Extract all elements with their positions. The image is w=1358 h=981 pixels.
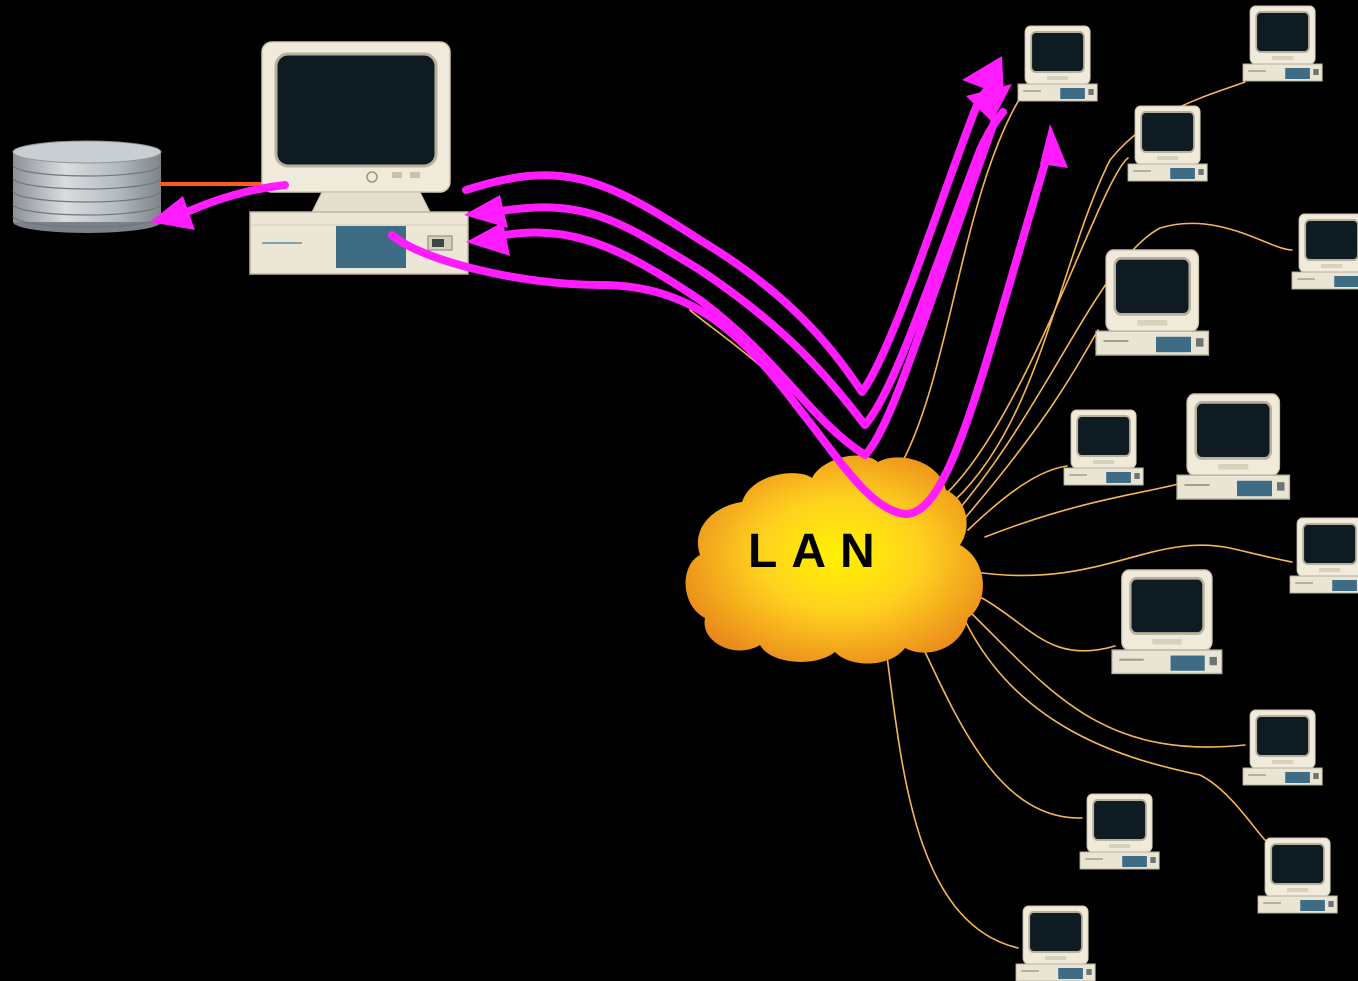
server-desktop-computer-icon [249,41,469,275]
client-desktop-computer-icon-11 [1079,793,1161,870]
cable-to-client-3 [947,157,1129,493]
arrowhead-server-1 [464,195,508,228]
cable-to-client-5 [964,329,1099,519]
client-desktop-computer-icon-12 [1257,837,1339,914]
client-desktop-computer-icon-4 [1291,213,1358,290]
cable-to-client-1 [897,97,1021,471]
arrowhead-client-2 [966,84,1012,122]
client-desktop-computer-icon-8 [1289,517,1358,594]
arrowhead-client-1 [962,56,1004,96]
client-desktop-computer-icon-2 [1242,5,1324,82]
cable-to-client-2 [954,81,1246,501]
cable-to-client-9 [981,597,1116,652]
lan-cloud [685,455,983,664]
client-desktop-computer-icon-5 [1094,248,1210,357]
data-flow-arrows [166,80,1050,519]
client-computers [1015,5,1358,981]
client-desktop-computer-icon-7 [1175,392,1291,501]
flow-arrow-1 [462,80,1002,396]
cable-to-client-8 [974,544,1293,577]
flow-arrow-4 [388,156,1050,519]
cable-to-client-13 [879,609,1019,949]
lan-label: LAN [748,525,889,578]
arrowheads [150,56,1068,256]
cable-to-client-7 [984,483,1179,538]
client-desktop-computer-icon-9 [1110,568,1224,675]
arrowhead-client-3 [1040,124,1068,168]
flow-arrow-2 [474,108,1007,429]
client-desktop-computer-icon-6 [1063,409,1145,486]
cable-to-client-11 [957,604,1266,841]
database-disk-icon [12,140,162,233]
client-desktop-computer-icon-10 [1242,709,1324,786]
client-desktop-computer-icon-13 [1015,905,1097,981]
cable-to-client-4 [959,222,1293,509]
cable-to-client-10 [967,609,1246,748]
client-desktop-computer-icon-3 [1127,105,1209,182]
client-desktop-computer-icon-1 [1017,25,1099,102]
flow-arrow-3 [476,116,999,459]
cable-to-client-6 [967,465,1068,531]
arrowhead-storage [150,196,195,230]
arrowhead-server-2 [466,222,510,256]
